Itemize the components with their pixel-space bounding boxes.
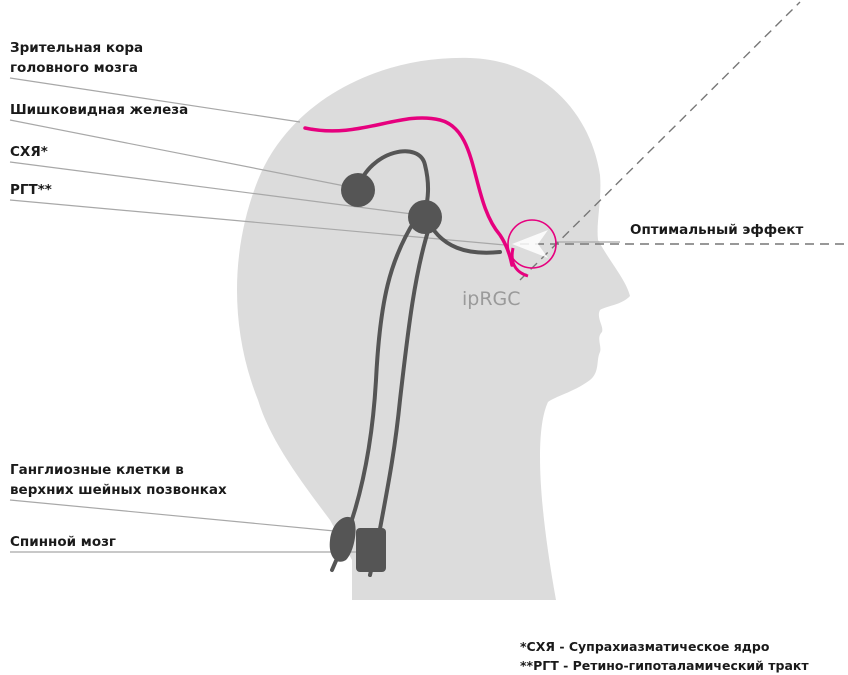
spinal-cord-block — [356, 528, 386, 572]
label-rht: РГТ** — [10, 180, 52, 200]
label-spinal-cord: Спинной мозг — [10, 532, 116, 552]
footnote-rht: **РГТ - Ретино-гипоталамический тракт — [520, 656, 809, 675]
head-silhouette — [237, 58, 630, 600]
label-visual-cortex-line2: головного мозга — [10, 58, 138, 78]
label-ganglion-line2: верхних шейных позвонках — [10, 480, 227, 500]
footnote-scn: *СХЯ - Супрахиазматическое ядро — [520, 637, 769, 656]
pineal-gland-node — [341, 173, 375, 207]
label-visual-cortex-line1: Зрительная кора — [10, 38, 143, 58]
scn-node — [408, 200, 442, 234]
label-optimal-effect: Оптимальный эффект — [630, 220, 803, 240]
label-scn: СХЯ* — [10, 142, 48, 162]
label-iprgc: ipRGC — [462, 288, 521, 310]
label-pineal-gland: Шишковидная железа — [10, 100, 188, 120]
label-ganglion-line1: Ганглиозные клетки в — [10, 460, 184, 480]
